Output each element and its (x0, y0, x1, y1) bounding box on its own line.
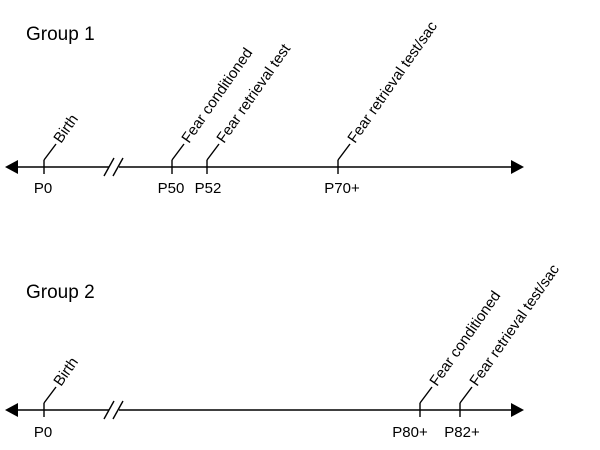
group-2-event-birth: Birth P0 (34, 354, 82, 441)
group-1-axis-break (103, 157, 124, 177)
group-2-label-fear-conditioned: Fear conditioned (426, 288, 504, 389)
group-2-break-slash-right (112, 400, 124, 420)
group-1-left-arrowhead (5, 160, 18, 174)
group-1-label-fear-retrieval-test-sac: Fear retrieval test/sac (344, 18, 441, 146)
group-1-event-fear-retrieval-test-sac: Fear retrieval test/sac P70+ (324, 18, 441, 197)
group-2-callout-fear-retrieval-test-sac (459, 386, 473, 404)
group-1-label-birth: Birth (50, 111, 82, 146)
group-1-tick-label-p52: P52 (195, 180, 222, 197)
group-2-axis-break (103, 400, 124, 420)
group-1-callout-fear-retrieval-test-sac (337, 143, 351, 161)
group-2-right-arrowhead (511, 403, 524, 417)
group-2-callout-fear-conditioned (419, 386, 433, 404)
group-1-tick-label-p50: P50 (158, 180, 185, 197)
group-1-tick-label-p70: P70+ (324, 180, 360, 197)
group-2-tick-label-p82: P82+ (444, 424, 480, 441)
group-1-callout-fear-retrieval-test (206, 143, 220, 161)
group-2-title: Group 2 (26, 282, 95, 303)
group-1-right-arrowhead (511, 160, 524, 174)
group-2-break-gap (109, 403, 119, 417)
group-1-callout-birth (43, 143, 57, 161)
group-1-break-gap (109, 160, 119, 174)
group-2-label-birth: Birth (50, 354, 82, 389)
group-2-timeline: Birth P0 Fear conditioned P80+ Fear retr… (5, 261, 563, 441)
group-2-tick-label-p0: P0 (34, 424, 52, 441)
group-1-callout-fear-conditioned (171, 143, 185, 161)
group-1-tick-label-p0: P0 (34, 180, 52, 197)
group-2-left-arrowhead (5, 403, 18, 417)
group-1-break-slash-right (112, 157, 124, 177)
group-2-tick-label-p80: P80+ (392, 424, 428, 441)
group-1-title: Group 1 (26, 24, 95, 45)
group-2-break-slash-left (103, 400, 115, 420)
group-1-break-slash-left (103, 157, 115, 177)
group-1-timeline: Birth P0 Fear conditioned P50 Fear retri… (5, 18, 524, 197)
group-2-callout-birth (43, 386, 57, 404)
group-1-event-birth: Birth P0 (34, 111, 82, 197)
